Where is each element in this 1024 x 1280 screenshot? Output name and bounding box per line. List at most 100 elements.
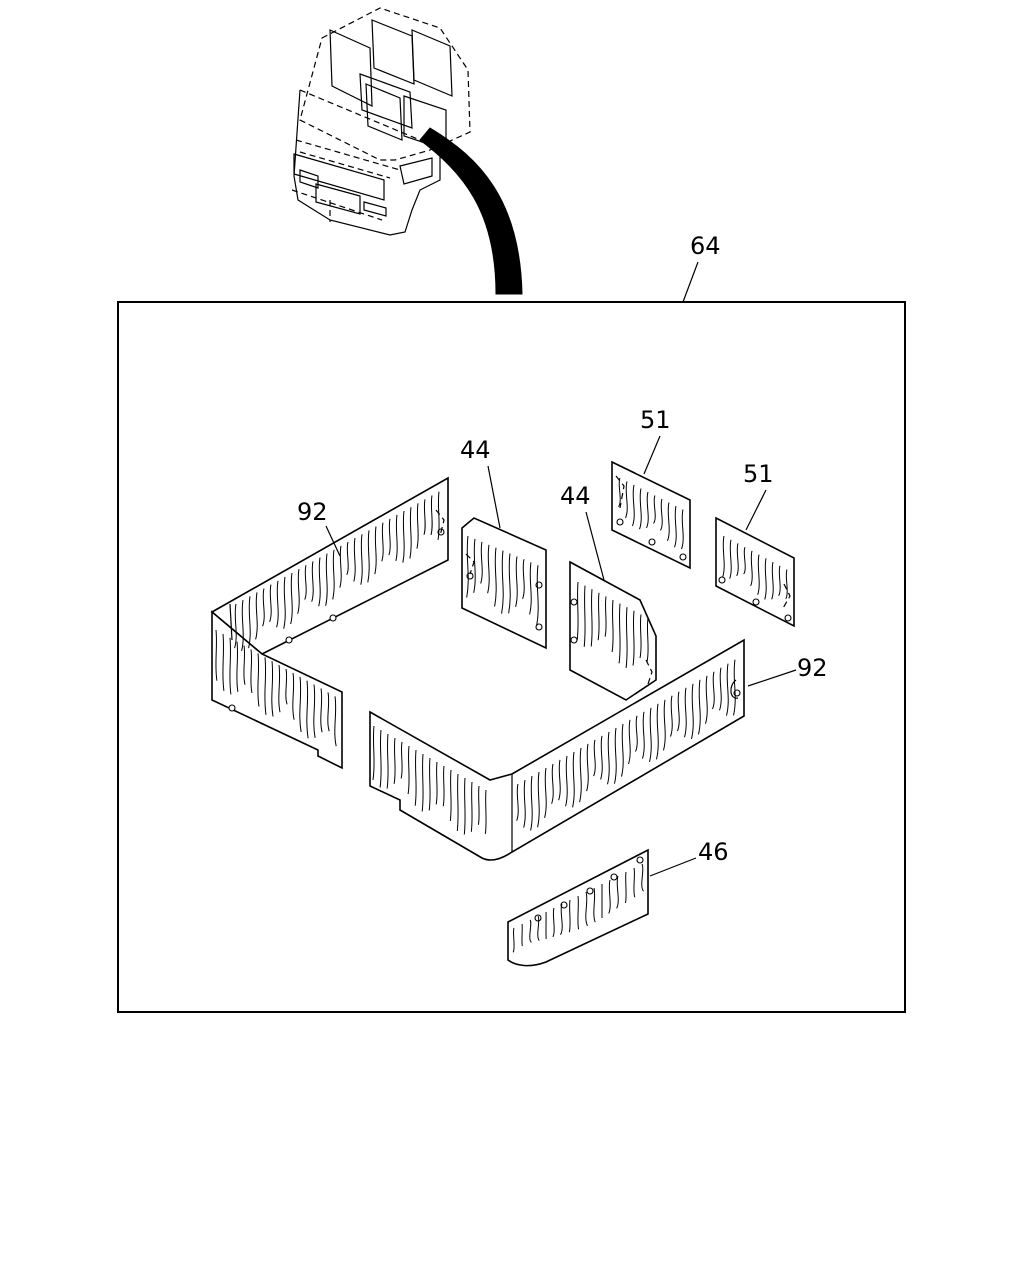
grain-stroke — [681, 509, 684, 550]
grain-stroke — [558, 759, 561, 801]
grain-stroke — [633, 867, 636, 898]
grain-stroke — [283, 576, 286, 629]
grain-stroke — [236, 641, 239, 692]
callout-side-trim-left: 92 — [297, 498, 328, 526]
grain-stroke — [241, 600, 244, 652]
grain-stroke — [437, 491, 440, 540]
grain-stroke — [560, 903, 563, 935]
pointer-arrow-icon — [419, 127, 523, 295]
grain-stroke — [719, 667, 722, 711]
grain-stroke — [379, 729, 382, 788]
grain-stroke — [318, 557, 321, 607]
grain-stroke — [764, 558, 767, 600]
grain-stroke — [508, 553, 511, 614]
grain-stroke — [646, 491, 649, 529]
grain-stroke — [530, 775, 533, 831]
grain-stroke — [565, 755, 568, 807]
grain-stroke — [243, 645, 246, 685]
callout-pad-left: 44 — [460, 436, 491, 464]
grain-stroke — [421, 753, 424, 812]
grain-stroke — [334, 696, 337, 747]
grain-stroke — [712, 671, 715, 710]
grain-stroke — [407, 745, 410, 795]
grain-stroke — [660, 498, 663, 531]
grain-stroke — [374, 526, 377, 575]
grain-stroke — [722, 535, 725, 578]
grain-stroke — [346, 541, 349, 576]
grain-stroke — [593, 887, 596, 923]
grain-stroke — [663, 699, 666, 751]
grain-stroke — [653, 495, 656, 524]
grain-stroke — [529, 919, 532, 943]
grain-stroke — [585, 891, 588, 927]
grain-stroke — [264, 657, 267, 715]
grain-stroke — [604, 596, 607, 637]
grain-stroke — [771, 561, 774, 600]
grain-stroke — [320, 688, 323, 733]
grain-stroke — [278, 665, 281, 713]
grain-stroke — [641, 863, 644, 892]
grain-stroke — [551, 763, 554, 804]
grain-stroke — [372, 725, 375, 780]
grain-stroke — [608, 879, 611, 914]
grain-stroke — [698, 679, 701, 735]
grain-stroke — [222, 633, 225, 691]
grain-stroke — [618, 603, 621, 664]
grain-stroke — [705, 675, 708, 724]
grain-stroke — [529, 562, 532, 615]
grain-stroke — [729, 539, 732, 579]
grain-stroke — [611, 599, 614, 653]
grain-stroke — [512, 927, 515, 953]
grain-stroke — [276, 580, 279, 628]
callout-pad-right: 44 — [560, 482, 591, 510]
grain-stroke — [386, 733, 389, 789]
grain-stroke — [234, 603, 237, 649]
grain-stroke — [435, 761, 438, 805]
grain-stroke — [395, 514, 398, 562]
grain-stroke — [381, 522, 384, 562]
grain-stroke — [402, 510, 405, 563]
grain-stroke — [757, 554, 760, 596]
grain-stroke — [285, 668, 288, 705]
grain-stroke — [494, 547, 497, 607]
grain-stroke — [778, 565, 781, 596]
rear-pad-left — [611, 460, 691, 570]
grain-stroke — [572, 751, 575, 808]
grain-stroke — [393, 737, 396, 784]
truck-cab-icon — [291, 7, 471, 236]
grain-stroke — [484, 789, 487, 834]
grain-stroke — [586, 743, 589, 792]
grain-stroke — [299, 676, 302, 733]
grain-stroke — [515, 556, 518, 608]
grain-stroke — [632, 484, 635, 527]
grain-stroke — [353, 538, 356, 582]
grain-stroke — [327, 692, 330, 732]
side-trim-right — [369, 638, 745, 861]
grain-stroke — [487, 544, 490, 594]
grain-stroke — [537, 915, 540, 941]
side-trim-left — [210, 476, 449, 770]
grain-stroke — [262, 588, 265, 627]
grain-stroke — [477, 785, 480, 825]
grain-stroke — [248, 596, 251, 649]
grain-stroke — [733, 659, 736, 716]
grain-stroke — [332, 549, 335, 600]
grain-stroke — [597, 592, 600, 641]
grain-stroke — [250, 649, 253, 694]
grain-stroke — [428, 757, 431, 811]
grain-stroke — [456, 773, 459, 831]
grain-stroke — [423, 499, 426, 535]
grain-stroke — [522, 559, 525, 599]
grain-stroke — [577, 895, 580, 930]
grain-texture — [215, 477, 788, 953]
grain-stroke — [684, 687, 687, 738]
grain-stroke — [614, 727, 617, 784]
grain-stroke — [339, 545, 342, 588]
grain-stroke — [449, 769, 452, 821]
grain-stroke — [537, 771, 540, 828]
grain-stroke — [360, 534, 363, 585]
grain-stroke — [501, 550, 504, 614]
grain-stroke — [215, 629, 218, 681]
assembly-frame — [117, 301, 906, 1013]
